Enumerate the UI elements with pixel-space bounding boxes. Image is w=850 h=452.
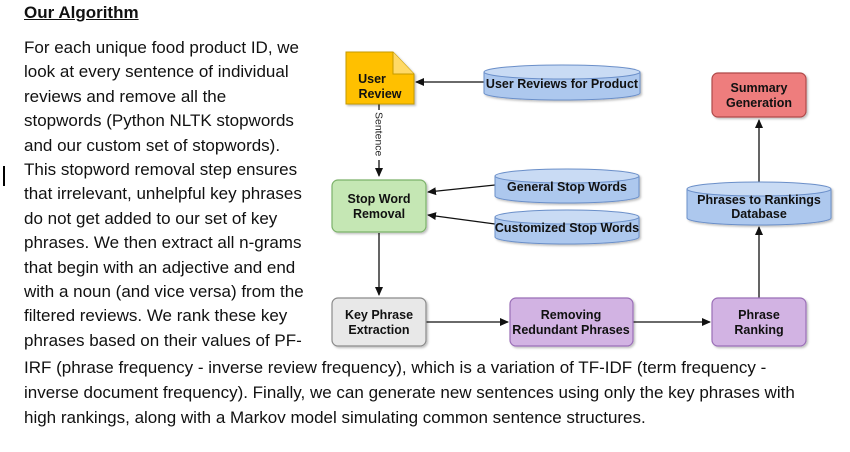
node-summary-generation-label-line2: Generation (726, 96, 792, 110)
paragraph-line: IRF (phrase frequency - inverse review f… (24, 358, 767, 377)
paragraph-line: that irrelevant, unhelpful key phrases (24, 184, 302, 204)
node-customized-stop-words-label: Customized Stop Words (495, 221, 639, 235)
node-general-stop-words (494, 168, 640, 204)
node-customized-stop-words (494, 209, 640, 245)
node-stop-word-removal (331, 179, 427, 233)
node-removing-redundant-phrases-label-line2: Redundant Phrases (512, 323, 629, 337)
node-user-review-label-line1: User (358, 72, 386, 86)
node-user-review (345, 51, 415, 105)
paragraph-line: stopwords (Python NLTK stopwords (24, 111, 294, 131)
node-key-phrase-extraction-label-line2: Extraction (348, 323, 409, 337)
edge-label-background (373, 110, 385, 160)
paragraph-line: phrases. We then extract all n-grams (24, 233, 302, 253)
edge-customized-to-stop-word (427, 212, 496, 225)
node-general-stop-words-label: General Stop Words (507, 180, 627, 194)
node-user-reviews-for-product (483, 64, 641, 101)
paragraph-line: do not get added to our set of key (24, 208, 278, 228)
paragraph-line: and our custom set of stopwords). (24, 135, 281, 155)
paragraph-line: For each unique food product ID, we (24, 38, 299, 57)
paragraph-line: that begin with an adjective and end (24, 257, 296, 277)
node-user-review-label-line2: Review (358, 87, 401, 101)
node-stop-word-removal-label-line2: Removal (353, 207, 405, 221)
node-key-phrase-extraction-label-line1: Key Phrase (345, 308, 413, 322)
paragraph-line: This stopword removal step ensures (24, 160, 298, 179)
paragraph-line: phrases based on their values of PF- (24, 330, 302, 350)
node-phrases-to-rankings-database-label-line2: Database (731, 207, 787, 221)
node-key-phrase-extraction (331, 297, 427, 347)
node-summary-generation-label-line1: Summary (731, 81, 788, 95)
node-removing-redundant-phrases-label-line1: Removing (541, 308, 601, 322)
node-phrases-to-rankings-database-label-line1: Phrases to Rankings (697, 193, 821, 207)
node-phrases-to-rankings-database (686, 181, 832, 226)
node-phrase-ranking-label-line2: Ranking (734, 323, 783, 337)
paragraph-line: with a noun (and vice versa) from the (24, 282, 304, 301)
paragraph-line: reviews and remove all the (24, 86, 227, 106)
node-removing-redundant-phrases (509, 297, 634, 347)
node-phrase-ranking (711, 297, 807, 347)
text-cursor (3, 166, 5, 186)
paragraph-line: look at every sentence of individual (24, 62, 289, 82)
node-summary-generation (711, 72, 807, 118)
edge-label-sentence: Sentence (373, 112, 385, 157)
node-stop-word-removal-label-line1: Stop Word (348, 192, 411, 206)
node-phrase-ranking-label-line1: Phrase (738, 308, 780, 322)
paragraph-line: high rankings, along with a Markov model… (24, 408, 646, 427)
node-user-reviews-for-product-label: User Reviews for Product (486, 77, 639, 91)
page-title: Our Algorithm (24, 3, 139, 22)
edge-general-to-stop-word (427, 184, 496, 196)
paragraph-line: filtered reviews. We rank these key (24, 306, 288, 326)
paragraph-line: inverse document frequency). Finally, we… (24, 383, 795, 402)
